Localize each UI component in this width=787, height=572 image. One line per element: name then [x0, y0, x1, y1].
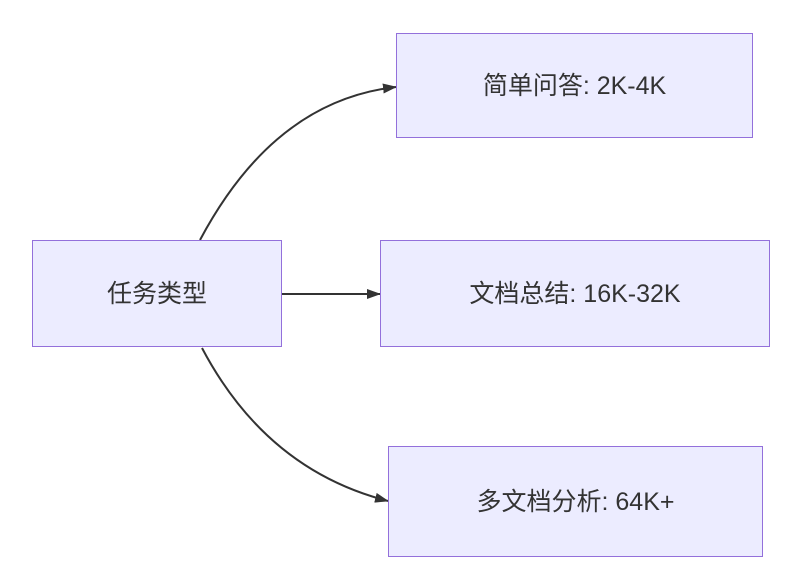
edge-root-to-multi-doc [201, 347, 389, 503]
edge-root-to-simple-qa [199, 83, 397, 241]
node-doc-summary: 文档总结: 16K-32K [380, 240, 770, 347]
node-multi-doc: 多文档分析: 64K+ [388, 446, 763, 557]
node-task-type-label: 任务类型 [106, 279, 207, 308]
node-simple-qa: 简单问答: 2K-4K [396, 33, 753, 138]
node-task-type: 任务类型 [32, 240, 282, 347]
node-multi-doc-label: 多文档分析: 64K+ [476, 487, 675, 516]
node-doc-summary-label: 文档总结: 16K-32K [469, 279, 681, 308]
node-simple-qa-label: 简单问答: 2K-4K [482, 71, 667, 100]
